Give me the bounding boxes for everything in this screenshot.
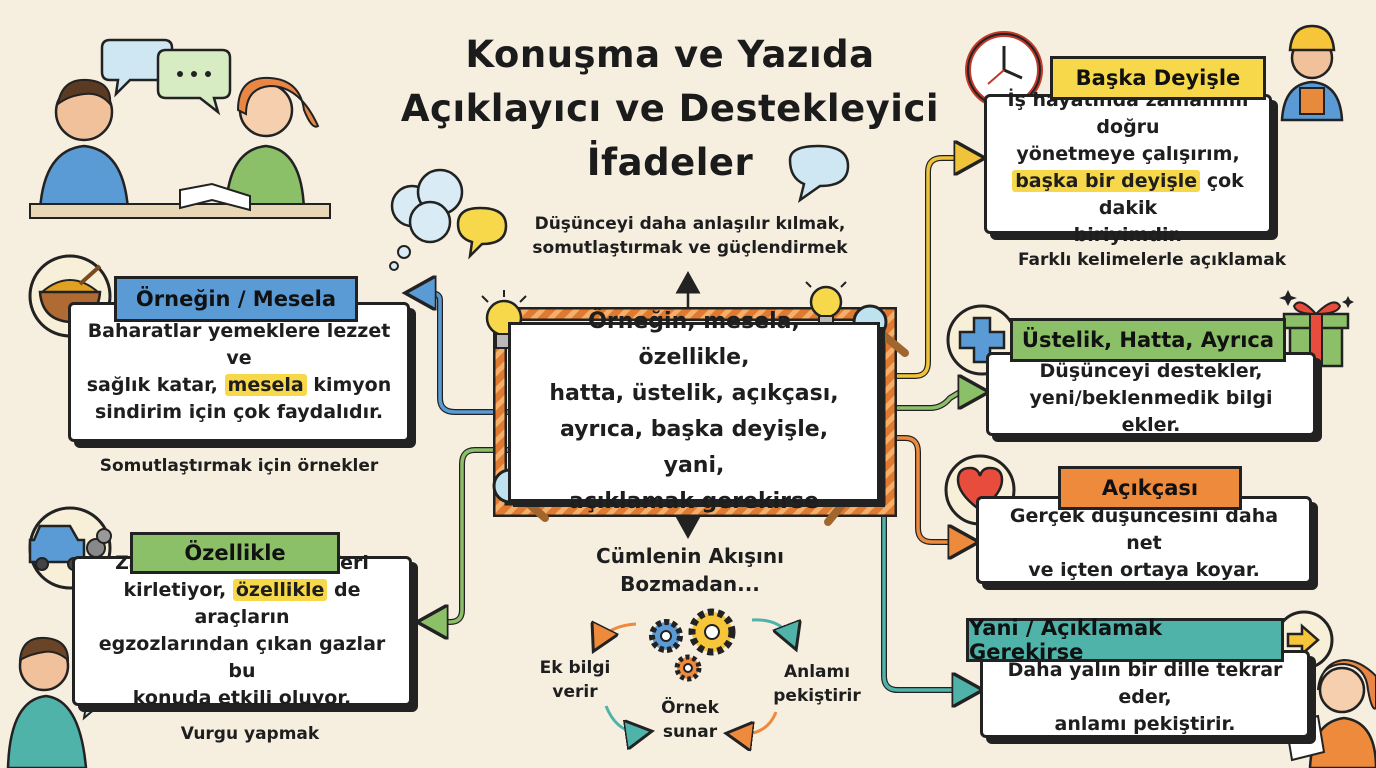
label-ornegin: Örneğin / Mesela [114, 276, 358, 322]
highlight-baska-bir-deyisle: başka bir deyişle [1012, 170, 1201, 192]
woman-holding-paper-icon [1284, 658, 1376, 768]
flow-arrow-left [596, 624, 637, 646]
caption-ozellikle: Vurgu yapmak [180, 724, 320, 744]
connector-ustelik [882, 392, 982, 410]
card-acikcasi: Gerçek düşüncesini daha net ve içten ort… [976, 496, 1312, 584]
highlight-mesela: mesela [224, 374, 307, 396]
connector-ornegin [412, 293, 510, 414]
worker-icon [1280, 24, 1344, 122]
purpose-note: Düşünceyi daha anlaşılır kılmak, somutla… [520, 212, 860, 260]
label-acikcasi: Açıkçası [1058, 466, 1242, 510]
flow-arrow-right [751, 618, 794, 644]
thought-cloud-icon [389, 168, 508, 271]
rope-frame [495, 309, 895, 515]
caption-ornegin: Somutlaştırmak için örnekler [99, 456, 379, 476]
flow-heading: Cümlenin Akışını Bozmadan... [580, 542, 800, 598]
label-yani: Yani / Açıklamak Gerekirse [966, 616, 1284, 664]
purpose-note-line-2: somutlaştırmak ve güçlendirmek [532, 238, 848, 258]
flow-heading-line-1: Cümlenin Akışını [596, 544, 784, 568]
connector-yani [880, 488, 976, 690]
label-ustelik: Üstelik, Hatta, Ayrıca [1010, 318, 1286, 362]
flow-arrow-bottom-right [732, 711, 778, 735]
title-line-3: İfadeler [586, 141, 754, 184]
purpose-note-line-1: Düşünceyi daha anlaşılır kılmak, [534, 214, 846, 234]
flow-left: Ek bilgi verir [539, 658, 611, 702]
flow-arrow-bottom-left [604, 705, 646, 732]
speech-bubble-icon [788, 144, 850, 203]
flow-heading-line-2: Bozmadan... [620, 572, 760, 596]
gears-icon [649, 608, 736, 682]
flow-middle: Örnek sunar [661, 698, 719, 742]
people-talking-icon [29, 38, 331, 219]
card-ozellikle: Zararlı gazlar atmosferi kirletiyor, öze… [72, 552, 412, 709]
center-line-2: hatta, üstelik, açıkçası, [549, 381, 839, 406]
card-ustelik: Düşünceyi destekler, yeni/beklenmedik bi… [986, 352, 1316, 436]
title-line-2: Açıklayıcı ve Destekleyici [400, 87, 940, 130]
center-line-1: Örneğin, mesela, özellikle, [588, 309, 800, 370]
card-ornegin: Baharatlar yemeklere lezzet ve sağlık ka… [68, 302, 410, 442]
central-expressions-box: Örneğin, mesela, özellikle, hatta, üstel… [508, 309, 880, 514]
label-ozellikle: Özellikle [130, 532, 340, 574]
connector-baska [880, 158, 978, 378]
caption-baska: Farklı kelimelerle açıklamak [1017, 250, 1287, 270]
label-baska: Başka Deyişle [1050, 56, 1266, 100]
flow-right: Anlamı pekiştirir [773, 662, 861, 706]
center-line-4: açıklamak gerekirse [569, 489, 819, 514]
connector-ozellikle [424, 448, 512, 622]
connector-acikcasi [884, 436, 972, 542]
page-title: Konuşma ve Yazıda Açıklayıcı ve Destekle… [380, 28, 960, 190]
center-line-3: ayrıca, başka deyişle, yani, [559, 417, 829, 478]
clock-icon [965, 31, 1043, 109]
title-line-1: Konuşma ve Yazıda [465, 33, 875, 76]
card-baska: İş hayatında zamanımı doğru yönetmeye ça… [984, 89, 1272, 246]
highlight-ozellikle: özellikle [232, 579, 328, 601]
